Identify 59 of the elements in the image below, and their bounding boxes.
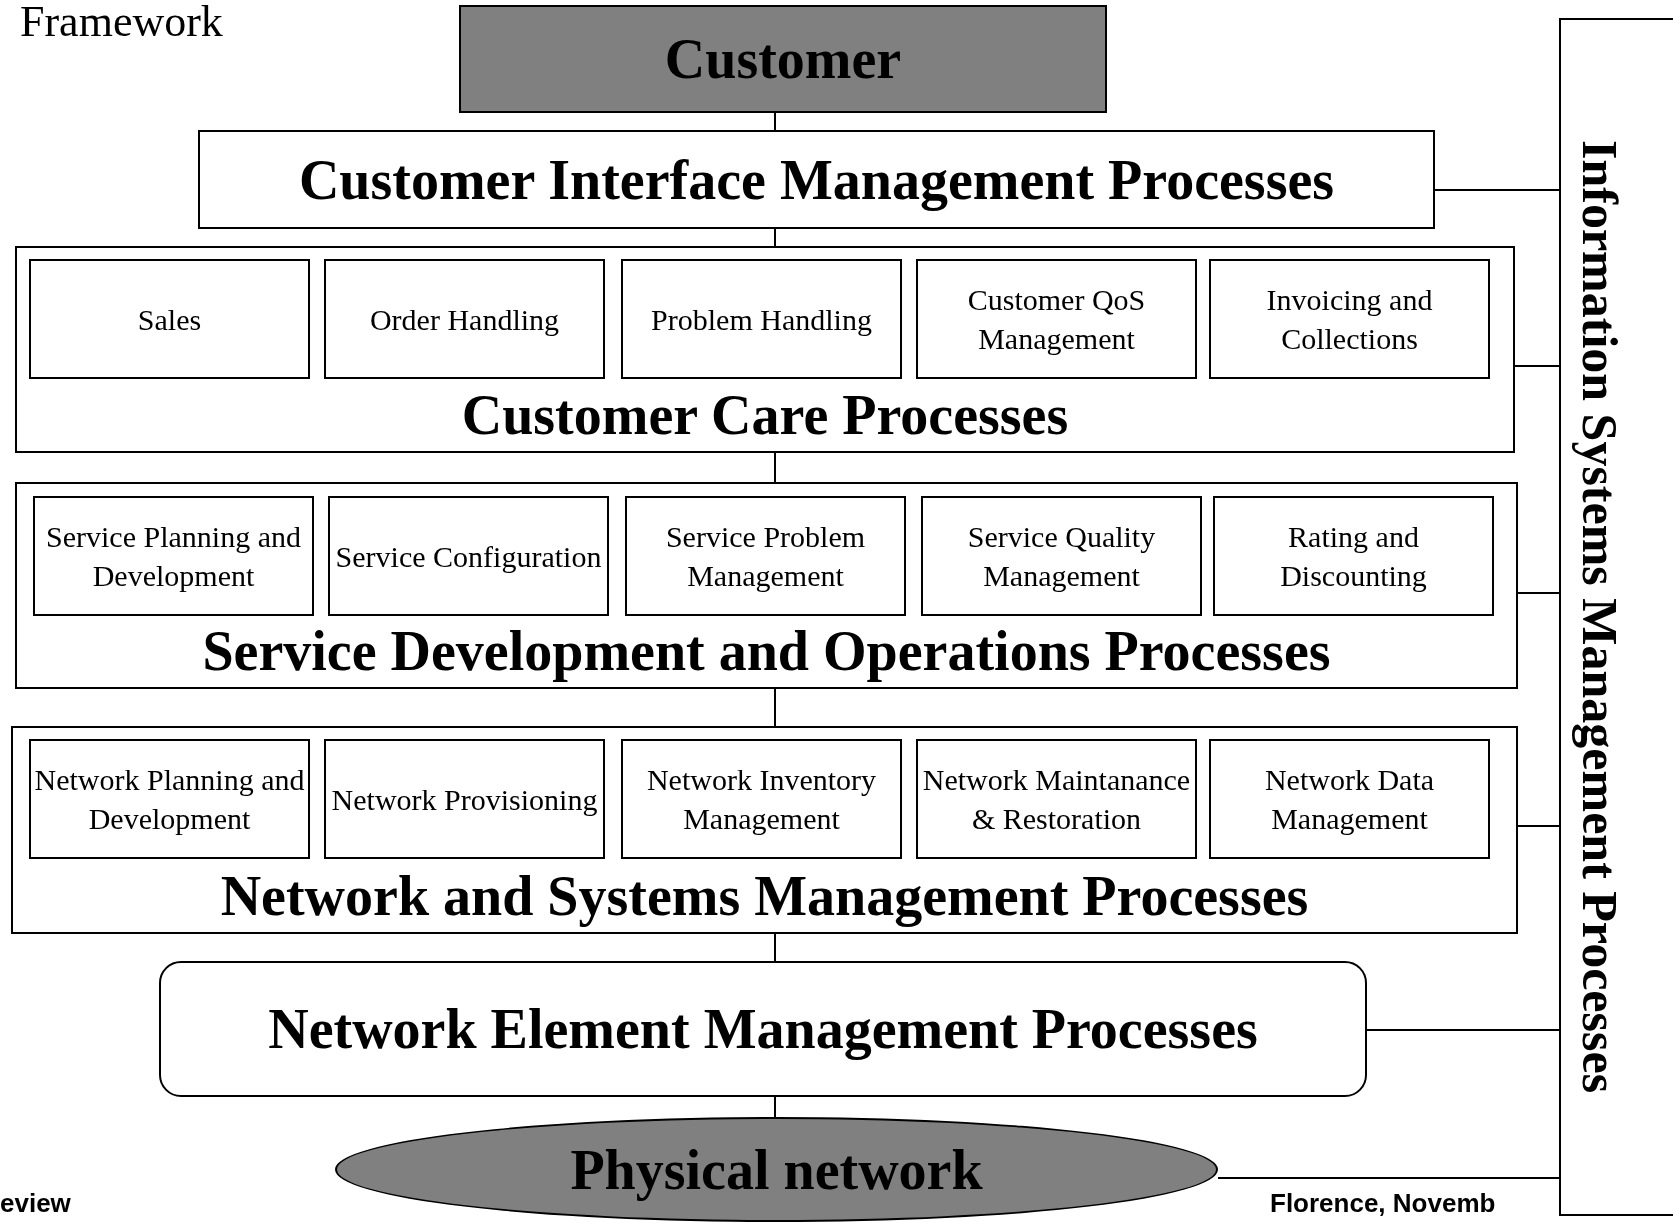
- node-text: Sales: [137, 301, 202, 338]
- node-text: Network Element Management Processes: [268, 997, 1258, 1062]
- node-text: Problem Handling: [651, 301, 872, 338]
- connector-line: [1517, 592, 1560, 594]
- process-box: [1213, 496, 1494, 616]
- process-box: [921, 496, 1202, 616]
- connector-line: [774, 688, 776, 727]
- process-box: [625, 496, 906, 616]
- process-group-box: [15, 482, 1518, 689]
- title: Framework: [20, 0, 223, 44]
- connector-line: [1517, 825, 1560, 827]
- footer-text: Florence, Novemb: [1270, 1187, 1496, 1220]
- connector-line: [1217, 1177, 1560, 1179]
- node-text: Order Handling: [369, 301, 560, 338]
- node-text: Network Inventory Management: [645, 762, 878, 837]
- node-text: Customer Interface Management Processes: [298, 147, 1335, 213]
- process-box: [29, 259, 310, 379]
- node-text: Service Quality Management: [966, 519, 1157, 594]
- footer-text: eview: [0, 1187, 71, 1220]
- process-box: [621, 739, 902, 859]
- group-heading: Service Development and Operations Processes: [201, 618, 1332, 684]
- process-box: [29, 739, 310, 859]
- connector-line: [1514, 365, 1560, 367]
- process-box: [198, 130, 1435, 229]
- customer-box: [459, 5, 1107, 113]
- node-text: Physical network: [570, 1137, 983, 1203]
- process-box: [324, 739, 605, 859]
- node-text: Service Problem Management: [664, 519, 867, 594]
- node-text: Network Data Management: [1263, 762, 1436, 837]
- process-box: [1209, 739, 1490, 859]
- process-box: [916, 259, 1197, 379]
- node-text: Network Maintanance & Restoration: [921, 762, 1192, 837]
- process-box: [621, 259, 902, 379]
- node-text: Rating and Discounting: [1279, 519, 1428, 594]
- node-text: Service Planning and Development: [45, 519, 302, 594]
- connector-line: [1434, 189, 1560, 191]
- process-group-box: [15, 246, 1515, 453]
- connector-line: [1366, 1029, 1560, 1031]
- process-box: [324, 259, 605, 379]
- node-text: Customer: [664, 27, 902, 92]
- node-text: Network Planning and Development: [33, 762, 306, 837]
- connector-line: [774, 112, 776, 131]
- connector-line: [774, 1096, 776, 1118]
- connector-line: [774, 933, 776, 962]
- connector-line: [774, 452, 776, 483]
- process-box: [1209, 259, 1490, 379]
- rounded-process-box: [159, 961, 1367, 1097]
- group-heading: Network and Systems Management Processes: [219, 863, 1310, 929]
- node-text: Service Configuration: [335, 538, 602, 575]
- connector-line: [774, 228, 776, 247]
- vertical-process-box: [1559, 18, 1673, 1216]
- process-box: [916, 739, 1197, 859]
- node-text: Customer QoS Management: [966, 282, 1147, 357]
- node-text: Network Provisioning: [331, 781, 598, 818]
- process-box: [328, 496, 609, 616]
- process-box: [33, 496, 314, 616]
- process-group-box: [11, 726, 1518, 934]
- group-heading: Customer Care Processes: [460, 382, 1070, 448]
- node-text: Invoicing and Collections: [1265, 282, 1434, 357]
